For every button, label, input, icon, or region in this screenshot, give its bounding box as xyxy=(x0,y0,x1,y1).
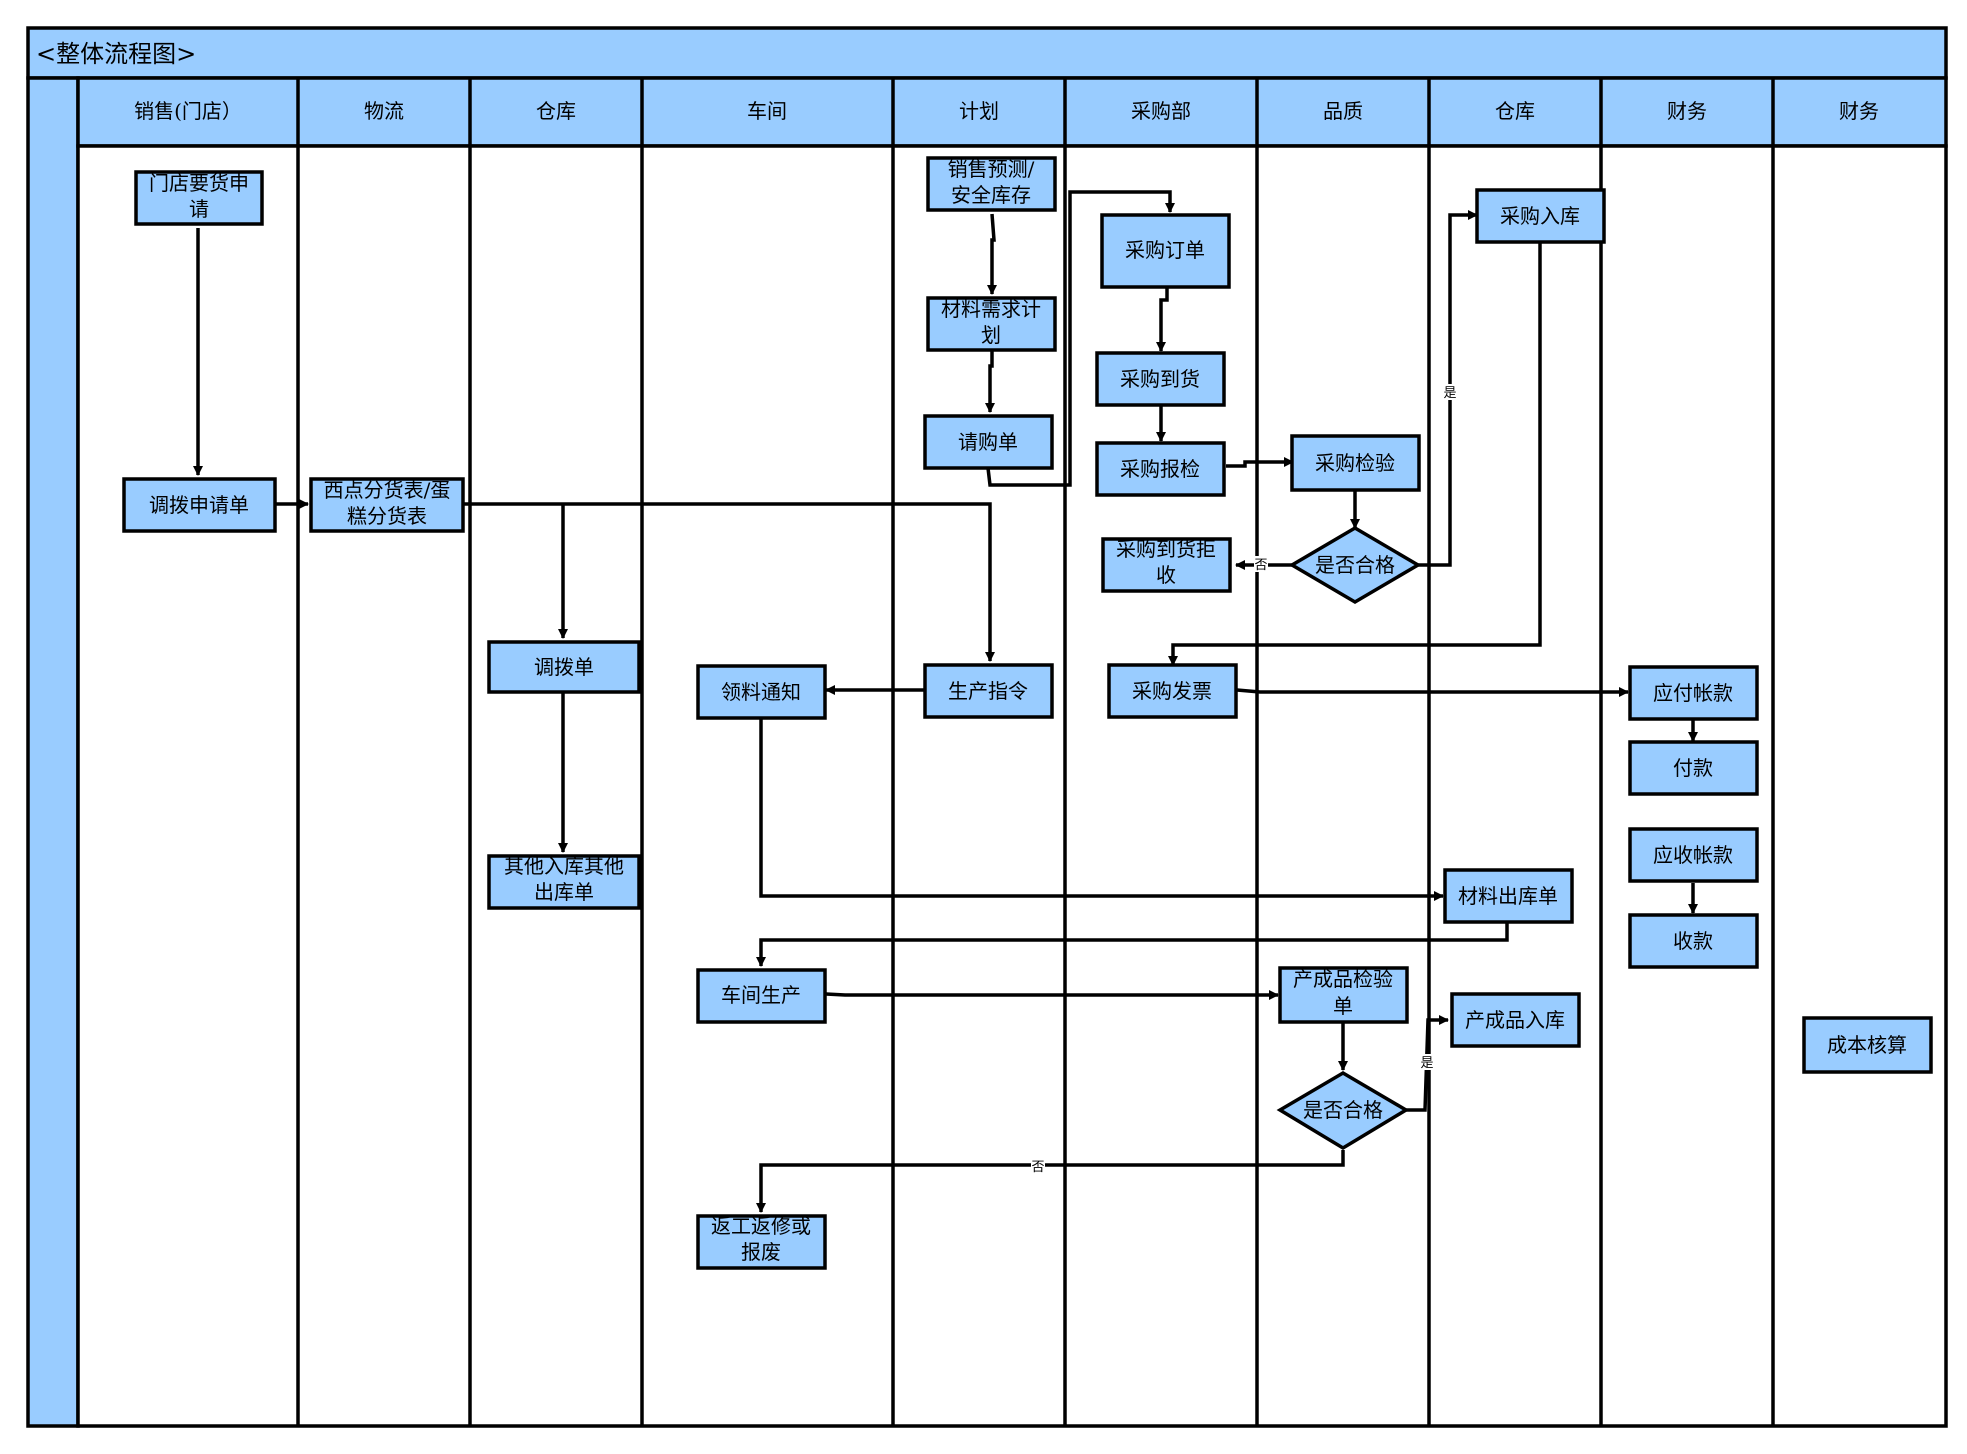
node-transfer-request[interactable]: 调拨申请单 xyxy=(122,477,277,533)
svg-text:糕分货表: 糕分货表 xyxy=(347,504,427,528)
svg-text:付款: 付款 xyxy=(1673,756,1713,780)
svg-text:调拨申请单: 调拨申请单 xyxy=(149,493,249,517)
node-cost-accounting[interactable]: 成本核算 xyxy=(1802,1016,1933,1074)
label-no-1: 否 xyxy=(1254,558,1267,573)
node-sales-forecast[interactable]: 销售预测/ 安全库存 xyxy=(926,156,1057,212)
svg-text:西点分货表/蛋: 西点分货表/蛋 xyxy=(324,478,451,502)
node-material-notice[interactable]: 领料通知 xyxy=(696,664,827,720)
node-collection[interactable]: 收款 xyxy=(1628,913,1759,969)
node-production-order[interactable]: 生产指令 xyxy=(923,663,1054,719)
svg-text:材料出库单: 材料出库单 xyxy=(1458,884,1558,908)
svg-text:生产指令: 生产指令 xyxy=(948,679,1028,703)
svg-text:采购订单: 采购订单 xyxy=(1125,238,1205,262)
node-material-outbound[interactable]: 材料出库单 xyxy=(1443,868,1574,924)
node-mrp[interactable]: 材料需求计 划 xyxy=(926,296,1057,352)
node-rework-scrap[interactable]: 返工返修或 报废 xyxy=(696,1214,827,1270)
label-yes-1: 是 xyxy=(1443,386,1456,401)
node-cake-dispatch[interactable]: 西点分货表/蛋 糕分货表 xyxy=(309,477,465,533)
edges xyxy=(193,190,1698,1213)
edge-labels: 是 否 是 否 xyxy=(1031,384,1457,1175)
svg-text:材料需求计: 材料需求计 xyxy=(941,297,1041,321)
svg-text:返工返修或: 返工返修或 xyxy=(711,1214,811,1238)
svg-text:是否合格: 是否合格 xyxy=(1315,553,1395,577)
left-margin-band xyxy=(26,76,80,1428)
node-product-inspection[interactable]: 产成品检验 单 xyxy=(1278,966,1409,1024)
svg-text:收款: 收款 xyxy=(1673,929,1713,953)
node-payable[interactable]: 应付帐款 xyxy=(1628,665,1759,721)
svg-text:车间生产: 车间生产 xyxy=(721,983,801,1007)
lane-header-warehouse: 仓库 xyxy=(536,99,576,123)
svg-text:单: 单 xyxy=(1333,994,1353,1018)
lane-header-quality: 品质 xyxy=(1323,99,1363,123)
node-other-inout[interactable]: 其他入库其他 出库单 xyxy=(487,854,641,910)
node-transfer-order[interactable]: 调拨单 xyxy=(487,640,641,694)
svg-text:采购检验: 采购检验 xyxy=(1315,451,1395,475)
node-purchase-report[interactable]: 采购报检 xyxy=(1095,441,1226,497)
svg-text:领料通知: 领料通知 xyxy=(721,680,801,704)
svg-text:其他入库其他: 其他入库其他 xyxy=(504,854,624,878)
node-purchase-reject[interactable]: 采购到货拒 收 xyxy=(1101,537,1232,593)
svg-text:采购发票: 采购发票 xyxy=(1132,679,1212,703)
lane-header-finance: 财务 xyxy=(1667,99,1707,123)
lane-header-planning: 计划 xyxy=(959,99,999,123)
node-receivable[interactable]: 应收帐款 xyxy=(1628,827,1759,883)
svg-text:采购到货拒: 采购到货拒 xyxy=(1116,537,1216,561)
lane-headers: 销售(门店） 物流 仓库 车间 计划 采购部 品质 仓库 财务 财务 xyxy=(134,99,1879,123)
lane-header-workshop: 车间 xyxy=(747,99,787,123)
svg-text:成本核算: 成本核算 xyxy=(1827,1033,1907,1057)
svg-text:产成品入库: 产成品入库 xyxy=(1465,1008,1565,1032)
diagram-title: <整体流程图> xyxy=(36,40,196,68)
node-payment[interactable]: 付款 xyxy=(1628,740,1759,796)
title-bar xyxy=(26,26,1948,80)
label-no-2: 否 xyxy=(1031,1160,1044,1175)
svg-text:采购到货: 采购到货 xyxy=(1120,367,1200,391)
node-purchase-request[interactable]: 请购单 xyxy=(923,414,1054,470)
nodes: 门店要货申 请 调拨申请单 西点分货表/蛋 糕分货表 调拨单 其他入库其他 出库… xyxy=(122,156,1933,1270)
lane-header-purchasing: 采购部 xyxy=(1131,99,1191,123)
svg-text:采购入库: 采购入库 xyxy=(1500,204,1580,228)
lane-dividers xyxy=(296,78,1775,1426)
svg-text:采购报检: 采购报检 xyxy=(1120,457,1200,481)
node-workshop-production[interactable]: 车间生产 xyxy=(696,968,827,1024)
svg-text:出库单: 出库单 xyxy=(534,880,594,904)
lane-header-sales: 销售(门店） xyxy=(134,99,242,123)
node-qualified-1[interactable]: 是否合格 xyxy=(1288,525,1422,605)
node-purchase-invoice[interactable]: 采购发票 xyxy=(1107,663,1238,719)
node-qualified-2[interactable]: 是否合格 xyxy=(1276,1070,1410,1151)
svg-text:应收帐款: 应收帐款 xyxy=(1653,843,1733,867)
svg-text:销售预测/: 销售预测/ xyxy=(948,157,1035,181)
svg-text:收: 收 xyxy=(1156,563,1176,587)
svg-text:划: 划 xyxy=(981,323,1001,347)
node-purchase-order[interactable]: 采购订单 xyxy=(1100,213,1231,289)
svg-text:安全库存: 安全库存 xyxy=(951,183,1031,207)
node-product-inbound[interactable]: 产成品入库 xyxy=(1450,992,1581,1048)
node-store-request[interactable]: 门店要货申 请 xyxy=(134,170,264,226)
svg-text:产成品检验: 产成品检验 xyxy=(1293,967,1393,991)
node-purchase-inbound[interactable]: 采购入库 xyxy=(1475,188,1606,244)
lane-header-bar xyxy=(76,76,1948,148)
svg-text:请购单: 请购单 xyxy=(958,430,1018,454)
lane-header-finance-2: 财务 xyxy=(1839,99,1879,123)
lane-header-warehouse-2: 仓库 xyxy=(1495,99,1535,123)
svg-text:报废: 报废 xyxy=(741,1240,781,1264)
node-purchase-inspection[interactable]: 采购检验 xyxy=(1290,434,1421,492)
label-yes-2: 是 xyxy=(1420,1056,1433,1071)
svg-text:请: 请 xyxy=(189,197,209,221)
node-purchase-arrival[interactable]: 采购到货 xyxy=(1095,351,1226,407)
svg-text:是否合格: 是否合格 xyxy=(1303,1098,1383,1122)
svg-text:调拨单: 调拨单 xyxy=(534,655,594,679)
lane-header-logistics: 物流 xyxy=(364,99,404,123)
svg-text:门店要货申: 门店要货申 xyxy=(149,171,249,195)
svg-text:应付帐款: 应付帐款 xyxy=(1653,681,1733,705)
